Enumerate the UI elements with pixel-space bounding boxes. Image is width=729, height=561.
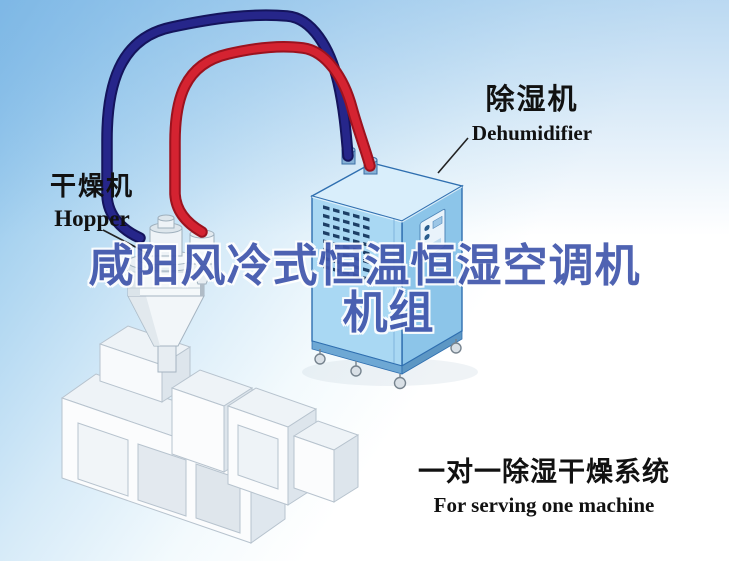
control-panel bbox=[419, 208, 446, 261]
hopper-label-en: Hopper bbox=[54, 206, 130, 231]
dehumidifier-label: 除湿机 Dehumidifier bbox=[452, 76, 612, 146]
floor-shadow bbox=[302, 358, 478, 386]
dehumidifier-leader-line bbox=[437, 137, 469, 174]
caster-wheels bbox=[314, 339, 462, 390]
hopper-dryer bbox=[127, 214, 205, 373]
extruder-machine bbox=[60, 325, 360, 544]
watermark-text: 咸阳风冷式恒温恒湿空调机 机组 bbox=[0, 242, 729, 337]
caption-zh: 一对一除湿干燥系统 bbox=[418, 457, 670, 487]
watermark-line1: 咸阳风冷式恒温恒湿空调机 bbox=[88, 240, 641, 291]
vent-slot-icon bbox=[424, 237, 441, 253]
dehumidifier-label-en: Dehumidifier bbox=[471, 121, 593, 145]
system-caption: 一对一除湿干燥系统 For serving one machine bbox=[388, 450, 700, 518]
dehumidifier-label-zh: 除湿机 bbox=[485, 84, 579, 116]
vent-grille-icon bbox=[323, 205, 370, 282]
cyclone-filter bbox=[189, 229, 215, 296]
caption-en: For serving one machine bbox=[433, 493, 655, 517]
display-icon bbox=[432, 215, 443, 229]
hopper-label: 干燥机 Hopper bbox=[34, 166, 150, 232]
hopper-label-zh: 干燥机 bbox=[49, 171, 134, 201]
knob-icon bbox=[424, 224, 430, 231]
hopper-leader-line bbox=[102, 229, 148, 254]
knob-icon bbox=[424, 233, 430, 240]
red-pipe-icon bbox=[169, 40, 376, 238]
watermark-line2: 机组 bbox=[342, 287, 435, 339]
